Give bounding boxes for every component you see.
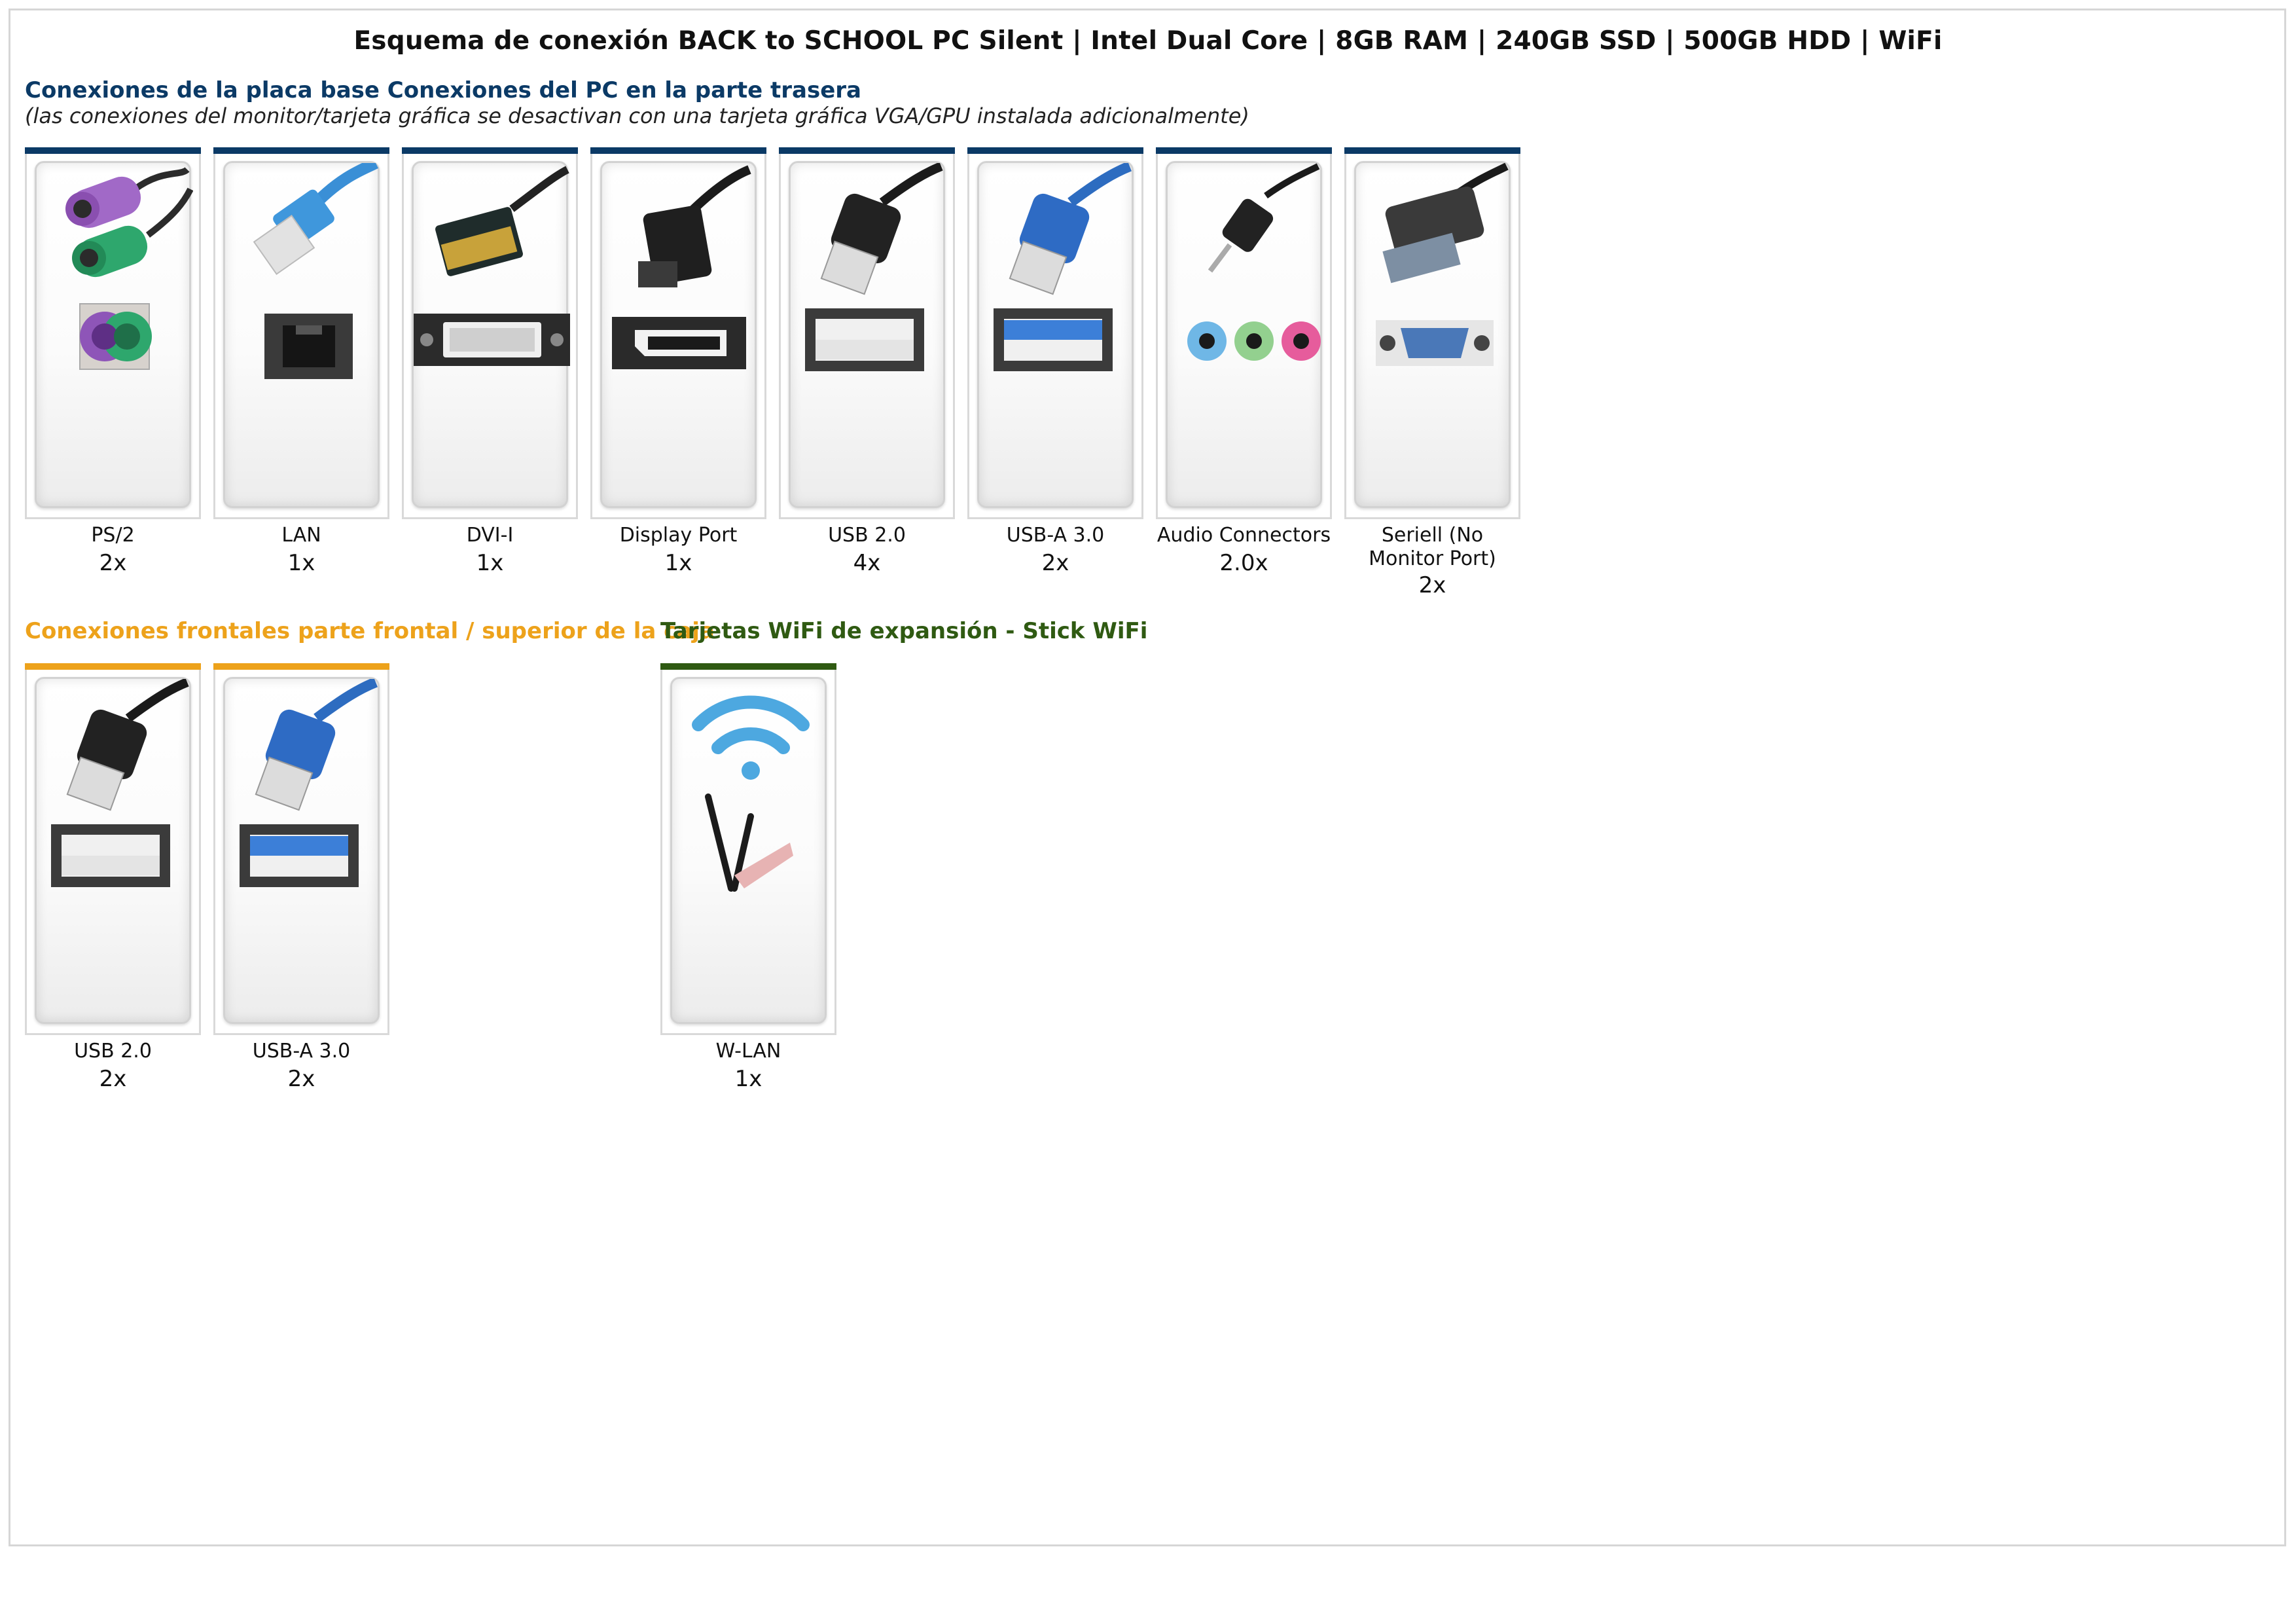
- connector-label: USB 2.0: [828, 524, 906, 547]
- connector-label: Seriell (No Monitor Port): [1369, 524, 1496, 570]
- connector-card-usb3: [967, 147, 1143, 519]
- card-accent-bar: [967, 147, 1143, 154]
- page-title: Esquema de conexión BACK to SCHOOL PC Si…: [353, 26, 1943, 56]
- connector-label: USB-A 3.0: [1006, 524, 1105, 547]
- card-accent-bar: [213, 147, 389, 154]
- connector-count: 1x: [476, 550, 504, 576]
- card-accent-bar: [25, 147, 201, 154]
- connector-label: PS/2: [91, 524, 135, 547]
- connector-label: W-LAN: [715, 1040, 781, 1063]
- connector-label: DVI-I: [466, 524, 514, 547]
- dvi-connector-icon: [412, 161, 570, 508]
- card-accent-bar: [590, 147, 766, 154]
- connector-card-audio: [1156, 147, 1332, 519]
- card-accent-bar: [1344, 147, 1520, 154]
- connector-count: 2x: [99, 550, 127, 576]
- wifi-cards-heading: Tarjetas WiFi de expansión - Stick WiFi: [660, 618, 1148, 644]
- connector-card-wlan: [660, 663, 836, 1035]
- connector-card-usb2: [779, 147, 955, 519]
- connector-count: 2x: [287, 1066, 315, 1092]
- connector-label: Audio Connectors: [1157, 524, 1331, 547]
- connector-count: 1x: [734, 1066, 762, 1092]
- serial-connector-icon: [1354, 161, 1511, 508]
- connector-card-ps2: [25, 147, 201, 519]
- card-accent-bar: [25, 663, 201, 670]
- audio-connector-icon: [1166, 161, 1322, 508]
- usb2-connector-icon: [35, 677, 191, 1024]
- connector-count: 1x: [287, 550, 315, 576]
- rear-connections-heading: Conexiones de la placa base Conexiones d…: [25, 77, 861, 103]
- wifi-icon: [670, 677, 827, 1024]
- connector-count: 2x: [99, 1066, 127, 1092]
- connector-count: 1x: [664, 550, 692, 576]
- connector-count: 2x: [1041, 550, 1069, 576]
- connector-count: 4x: [853, 550, 881, 576]
- connector-card-lan: [213, 147, 389, 519]
- page-frame: [9, 9, 2286, 1546]
- connector-count: 2.0x: [1219, 550, 1268, 576]
- usb2-connector-icon: [789, 161, 945, 508]
- rear-connections-subheading: (las conexiones del monitor/tarjeta gráf…: [25, 103, 1249, 128]
- connector-label: USB 2.0: [74, 1040, 152, 1063]
- connector-label: Display Port: [619, 524, 738, 547]
- usb3-connector-icon: [977, 161, 1134, 508]
- card-accent-bar: [1156, 147, 1332, 154]
- connector-card-front-usb3: [213, 663, 389, 1035]
- front-connections-heading: Conexiones frontales parte frontal / sup…: [25, 618, 715, 644]
- card-accent-bar: [660, 663, 836, 670]
- connector-card-front-usb2: [25, 663, 201, 1035]
- connector-card-displayport: [590, 147, 766, 519]
- connector-card-dvi: [402, 147, 578, 519]
- ps2-connector-icon: [35, 161, 193, 508]
- connector-count: 2x: [1418, 572, 1446, 598]
- connector-label: USB-A 3.0: [252, 1040, 351, 1063]
- card-accent-bar: [779, 147, 955, 154]
- lan-connector-icon: [223, 161, 380, 508]
- card-accent-bar: [213, 663, 389, 670]
- connector-label: LAN: [281, 524, 321, 547]
- connector-card-serial: [1344, 147, 1520, 519]
- card-accent-bar: [402, 147, 578, 154]
- displayport-connector-icon: [600, 161, 757, 508]
- usb3-connector-icon: [223, 677, 380, 1024]
